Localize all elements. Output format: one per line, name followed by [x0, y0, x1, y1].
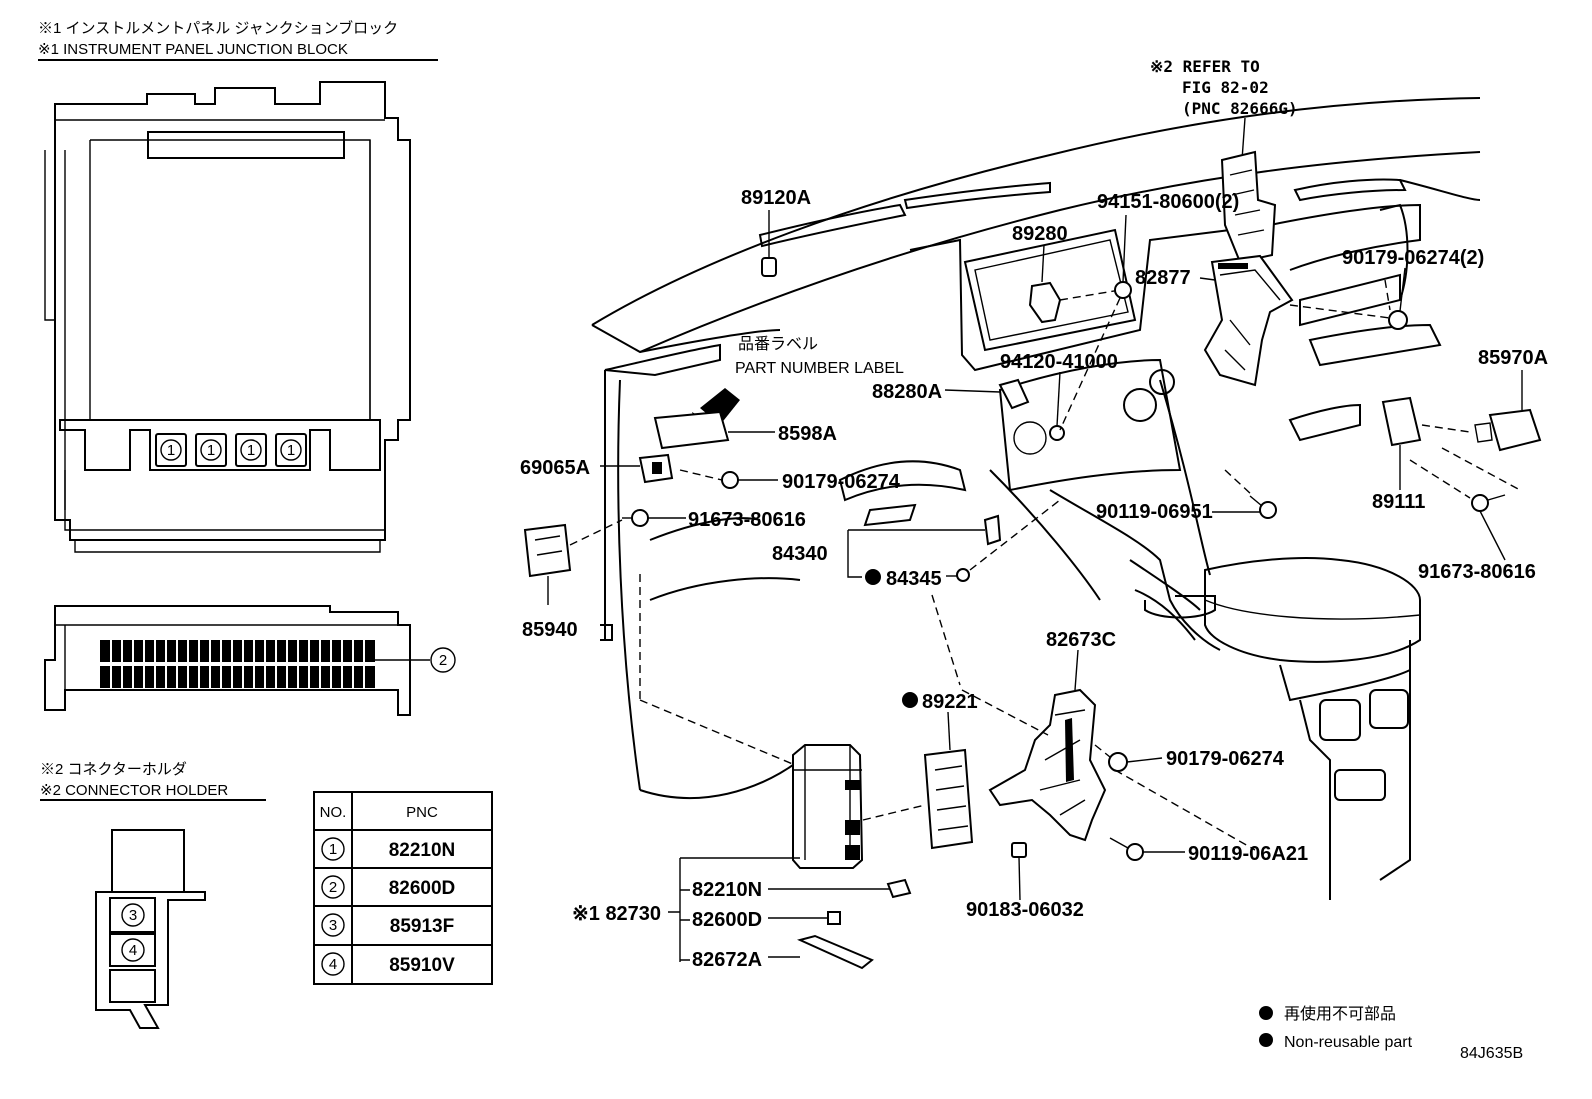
connector-holder-header: ※2 コネクターホルダ ※2 CONNECTOR HOLDER — [40, 761, 266, 801]
svg-text:※2 CONNECTOR HOLDER: ※2 CONNECTOR HOLDER — [40, 782, 228, 799]
svg-text:FIG 82-02: FIG 82-02 — [1182, 78, 1269, 97]
table-row-pnc: 82210N — [389, 840, 456, 861]
part-91673-bolt-right — [1409, 459, 1506, 561]
table-header-no: NO. — [320, 804, 347, 821]
table-row-pnc: 85910V — [389, 955, 455, 976]
part-91673-bolt-left — [569, 509, 686, 546]
part-88280A — [944, 378, 1030, 410]
part-94120-nut — [1049, 371, 1065, 441]
junction-block-side-view: 2 — [44, 605, 456, 716]
label-84340: 84340 — [772, 543, 828, 565]
svg-text:※1 INSTRUMENT PANEL JUNCTION B: ※1 INSTRUMENT PANEL JUNCTION BLOCK — [38, 41, 348, 58]
label-8598A: 8598A — [778, 423, 837, 445]
pnc-table: NO. PNC 1 82210N 2 82600D 3 85913F 4 859… — [313, 791, 493, 985]
part-90179-clip-right — [1289, 267, 1408, 330]
dashed-connection-lines — [639, 279, 1391, 851]
figure-id: 84J635B — [1460, 1045, 1523, 1062]
label-82877: 82877 — [1135, 267, 1191, 289]
part-85940-module — [523, 523, 572, 605]
part-82673C-bracket — [988, 649, 1107, 842]
label-90179-b: 90179-06274 — [1166, 748, 1285, 770]
label-82730: ※1 82730 — [572, 903, 661, 925]
label-88280A: 88280A — [872, 381, 942, 403]
svg-text:1: 1 — [287, 442, 295, 459]
label-82672A: 82672A — [692, 949, 762, 971]
instrument-panel-outline — [591, 97, 1481, 900]
table-row-no: 2 — [329, 879, 337, 896]
label-94151: 94151-80600(2) — [1097, 191, 1239, 213]
svg-text:3: 3 — [129, 907, 137, 924]
svg-text:1: 1 — [207, 442, 215, 459]
part-82730-ecu — [792, 744, 864, 869]
label-90179-2: 90179-06274(2) — [1342, 247, 1484, 269]
table-row-no: 1 — [329, 841, 337, 858]
label-85940: 85940 — [522, 619, 578, 641]
label-82673C: 82673C — [1046, 629, 1116, 651]
legend-jp: 再使用不可部品 — [1284, 1005, 1396, 1023]
part-82730-subparts — [668, 857, 912, 970]
connector-holder-drawing: 3 4 — [95, 829, 206, 1029]
part-90183-nut — [1011, 842, 1027, 901]
legend-en: Non-reusable part — [1284, 1034, 1413, 1051]
part-90119-bolt — [1224, 469, 1277, 519]
part-84340-group — [847, 499, 1061, 585]
label-90179-a: 90179-06274 — [782, 471, 901, 493]
part-85970A-module — [1474, 370, 1542, 452]
refer-to-note: ※2 REFER TO FIG 82-02 (PNC 82666G) — [1150, 57, 1298, 161]
part-69065A-bracket — [600, 453, 674, 484]
label-89221: 89221 — [922, 691, 978, 713]
svg-text:2: 2 — [439, 652, 447, 669]
svg-text:品番ラベル: 品番ラベル — [738, 335, 818, 353]
part-89120A-clip — [761, 210, 777, 277]
label-90119-b: 90119-06A21 — [1188, 843, 1308, 865]
part-89280-sensor — [1028, 244, 1121, 324]
label-94120: 94120-41000 — [1000, 351, 1118, 373]
label-91673-a: 91673-80616 — [688, 509, 806, 531]
svg-text:※2 コネクターホルダ: ※2 コネクターホルダ — [40, 761, 187, 778]
bracket-82877 — [1203, 254, 1294, 387]
junction-block-drawing — [44, 81, 411, 553]
label-69065A: 69065A — [520, 457, 590, 479]
svg-text:※2 REFER TO: ※2 REFER TO — [1150, 57, 1260, 76]
non-reusable-marker — [1259, 1006, 1273, 1020]
non-reusable-marker — [865, 569, 881, 585]
label-89120A: 89120A — [741, 187, 811, 209]
label-85970A: 85970A — [1478, 347, 1548, 369]
svg-text:4: 4 — [129, 942, 137, 959]
part-90179-clip-lower — [1094, 744, 1163, 772]
svg-text:1: 1 — [247, 442, 255, 459]
svg-text:(PNC 82666G): (PNC 82666G) — [1182, 99, 1298, 118]
part-89221-module — [902, 692, 974, 850]
part-90119-bolt-lower — [1109, 837, 1185, 861]
part-labels: 89120A 89280 94151-80600(2) 82877 90179-… — [520, 187, 1548, 971]
non-reusable-marker — [902, 692, 918, 708]
label-82600D: 82600D — [692, 909, 762, 931]
label-91673-b: 91673-80616 — [1418, 561, 1536, 583]
legend: 再使用不可部品 Non-reusable part 84J635B — [1259, 1005, 1523, 1062]
table-row-pnc: 82600D — [389, 878, 456, 899]
label-82210N: 82210N — [692, 879, 762, 901]
table-row-pnc: 85913F — [390, 916, 454, 937]
svg-text:※1 インストルメントパネル ジャンクションブロック: ※1 インストルメントパネル ジャンクションブロック — [38, 19, 398, 37]
connector-holder-82666g — [1220, 150, 1277, 264]
label-89111: 89111 — [1372, 491, 1425, 513]
label-89280: 89280 — [1012, 223, 1068, 245]
part-90179-clip-left — [679, 469, 778, 489]
label-90119-a: 90119-06951 — [1096, 501, 1213, 523]
table-header-pnc: PNC — [406, 804, 438, 821]
part-89111-module — [1381, 396, 1521, 491]
part-94151-nut — [1114, 214, 1132, 299]
svg-text:PART NUMBER LABEL: PART NUMBER LABEL — [735, 360, 904, 377]
part-8598A-module — [653, 410, 775, 450]
label-90183: 90183-06032 — [966, 899, 1084, 921]
non-reusable-marker — [1259, 1033, 1273, 1047]
table-row-no: 4 — [329, 956, 337, 973]
table-row-no: 3 — [329, 917, 337, 934]
junction-block-header: ※1 インストルメントパネル ジャンクションブロック ※1 INSTRUMENT… — [38, 19, 438, 61]
label-84345: 84345 — [886, 568, 942, 590]
jb-connector-marker-row: 1 1 1 1 — [155, 433, 307, 467]
svg-text:1: 1 — [167, 442, 175, 459]
